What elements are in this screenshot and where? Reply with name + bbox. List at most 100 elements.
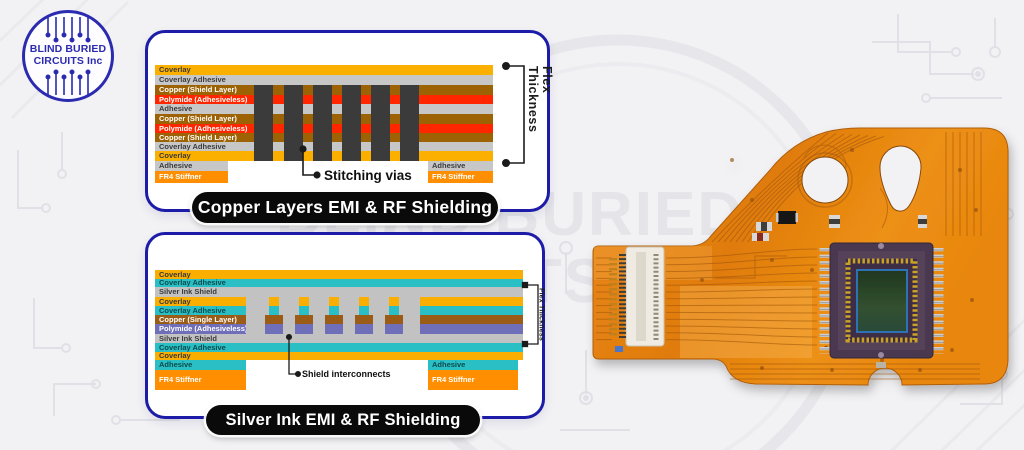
pcb-via-dots [700,148,978,372]
layer-label: Coverlay Adhesive [159,343,226,352]
layer-label: Coverlay Adhesive [159,306,226,315]
layer-label: Adhesive [159,161,193,170]
layer-label: Adhesive [159,360,193,369]
layer-row: Silver Ink Shield [155,334,523,343]
stitching-via [254,85,273,161]
island-coverlay-bump [329,297,339,306]
layer-label: Coverlay [159,65,191,74]
layer-row: Coverlay [155,65,493,75]
layer-row: Adhesive [155,161,228,171]
stitching-via [371,85,390,161]
layer-label: Copper (Single Layer) [159,315,237,324]
flex-pcb-photo [592,127,1009,386]
layer-label: FR4 Stiffner [432,375,475,384]
layer-row: Coverlay [155,352,523,360]
pcb-teardrop-hole [879,145,922,212]
island-polymide [265,324,283,334]
pcb-image-sensor-chip [819,242,944,359]
layer-row: Polymide (Adhesiveless) [155,324,246,334]
layer-label: Adhesive [432,360,466,369]
island-coverlay-bump [389,297,399,306]
pcb-body [592,127,1009,386]
sensor-die [856,269,908,333]
pcb-round-hole [801,156,849,204]
layer-row: FR4 Stiffner [155,171,228,183]
island-adhesive-bump [359,306,369,315]
circuit-trace-motifs [17,14,1014,431]
layer-row: Coverlay Adhesive [155,343,523,352]
layer-label: Coverlay [159,151,191,160]
island-adhesive-bump [269,306,279,315]
layer-row [420,315,523,324]
layer-label: FR4 Stiffner [432,172,475,181]
island-adhesive-bump [329,306,339,315]
stitching-via [284,85,303,161]
layer-label: FR4 Stiffner [159,375,202,384]
island-coverlay-bump [269,297,279,306]
stitching-vias-label: Stitching vias [324,168,412,183]
island-polymide [325,324,343,334]
layer-row [420,297,523,306]
island-polymide [385,324,403,334]
layer-row: Copper (Single Layer) [155,315,246,324]
island-copper [295,315,313,324]
layer-label: Silver Ink Shield [159,334,217,343]
stitching-via [400,85,419,161]
layer-label: Silver Ink Shield [159,287,217,296]
island-coverlay-bump [299,297,309,306]
chip-bond-pads [845,258,918,343]
layer-row: Adhesive [155,360,246,370]
layer-row: Silver Ink Shield [155,287,523,297]
layer-label: Coverlay [159,270,191,279]
layer-label: Copper (Shield Layer) [159,133,237,142]
island-copper [355,315,373,324]
layer-row: FR4 Stiffner [428,370,518,390]
layer-row [420,306,523,315]
logo-text-line1: BLIND BURIED [29,43,107,55]
island-copper [265,315,283,324]
copper-flex-thickness-label: Flex Thickness [526,66,554,133]
layer-row: Coverlay Adhesive [155,279,523,287]
layer-label: Copper (Shield Layer) [159,85,237,94]
layer-row: Coverlay [155,297,246,306]
layer-label: Coverlay [159,297,191,306]
layer-label: Adhesive [159,104,193,113]
layer-label: Polymide (Adhesiveless) [159,124,248,133]
silver-panel-title: Silver Ink EMI & RF Shielding [206,405,480,435]
layer-row: Coverlay Adhesive [155,75,493,85]
layer-row: Coverlay Adhesive [155,306,246,315]
layer-label: Polymide (Adhesiveless) [159,324,246,333]
stitching-via [342,85,361,161]
island-polymide [355,324,373,334]
copper-panel-title: Copper Layers EMI & RF Shielding [192,192,498,223]
silver-flex-thickness-label: Flex Thickness [537,288,545,341]
layer-label: Polymide (Adhesiveless) [159,95,248,104]
layer-label: Coverlay Adhesive [159,142,226,151]
shield-interconnects-label: Shield interconnects [302,369,391,379]
layer-label: FR4 Stiffner [159,172,202,181]
layer-row: Adhesive [428,360,518,370]
layer-label: Copper (Shield Layer) [159,114,237,123]
layer-row: Coverlay [155,270,523,279]
company-logo: BLIND BURIED CIRCUITS Inc [22,10,114,102]
layer-row: FR4 Stiffner [155,370,246,390]
logo-text-line2: CIRCUITS Inc [33,55,103,67]
layer-row: Adhesive [428,161,493,171]
layer-label: Adhesive [432,161,466,170]
island-adhesive-bump [299,306,309,315]
layer-label: Coverlay Adhesive [159,75,226,84]
island-coverlay-bump [359,297,369,306]
layer-label: Coverlay Adhesive [159,279,226,287]
layer-label: Coverlay [159,352,191,360]
island-adhesive-bump [389,306,399,315]
island-copper [385,315,403,324]
pcb-copper-traces [596,132,982,380]
layer-row [420,324,523,334]
stitching-via [313,85,332,161]
pcb-connector [609,246,665,352]
island-polymide [295,324,313,334]
layer-row: FR4 Stiffner [428,171,493,183]
island-copper [325,315,343,324]
